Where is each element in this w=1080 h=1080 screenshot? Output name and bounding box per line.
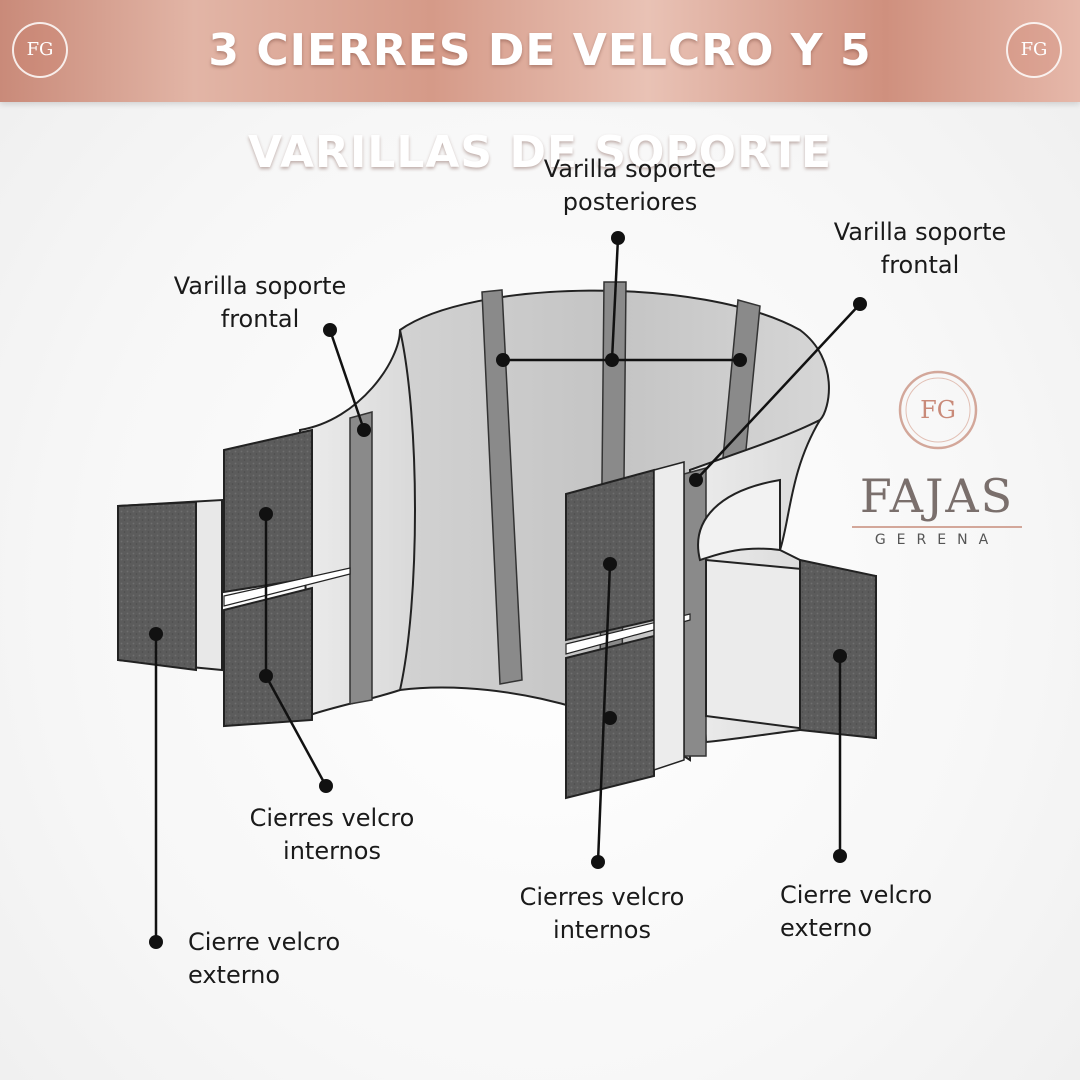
- front-rod-right: [683, 467, 707, 757]
- label-internal-closures-left: Cierres velcro internos: [249, 804, 415, 865]
- dot-internal-right-upper: [603, 557, 617, 571]
- leader-front-left: [328, 329, 366, 431]
- logo-divider: [852, 526, 1022, 528]
- label-rear-supports: Varilla soporte posteriores: [543, 155, 717, 216]
- dot-rear-right-rod: [733, 353, 747, 367]
- rear-rod-left: [481, 289, 523, 685]
- front-rod-left: [349, 411, 373, 705]
- dot-front-right-top: [853, 297, 867, 311]
- dot-rear-center-rod: [605, 353, 619, 367]
- dot-rear-left-rod: [496, 353, 510, 367]
- label-internal-closures-right: Cierres velcro internos: [519, 883, 685, 944]
- dot-rear-top: [611, 231, 625, 245]
- title-banner: FG 3 CIERRES DE VELCRO Y 5 VARILLAS DE S…: [0, 0, 1080, 178]
- label-front-support-left: Varilla soporte frontal: [173, 272, 347, 333]
- label-external-closure-left: Cierre velcro externo: [188, 928, 341, 989]
- fg-monogram-badge-left: FG: [12, 22, 68, 78]
- right-internal-velcro-upper: [565, 468, 655, 642]
- left-external-velcro: [117, 500, 197, 672]
- dot-external-left-velcro: [149, 627, 163, 641]
- logo-monogram-text: FG: [920, 396, 956, 424]
- dot-internal-right-lower: [603, 711, 617, 725]
- dot-front-left-rod: [357, 423, 371, 437]
- dot-front-left-top: [323, 323, 337, 337]
- banner-title: 3 CIERRES DE VELCRO Y 5 VARILLAS DE SOPO…: [208, 25, 872, 178]
- leader-lines: [154, 237, 861, 942]
- dot-external-right-velcro: [833, 649, 847, 663]
- right-curl: [697, 478, 781, 562]
- dot-internal-left-lower: [259, 669, 273, 683]
- dot-internal-right-label: [591, 855, 605, 869]
- dot-front-right-rod: [689, 473, 703, 487]
- logo-wordmark: FAJAS: [859, 469, 1015, 523]
- left-slit: [223, 567, 351, 607]
- right-external-velcro: [799, 558, 877, 740]
- leader-front-right: [695, 303, 861, 481]
- right-inner-strip: [653, 461, 685, 772]
- label-front-support-right: Varilla soporte frontal: [833, 218, 1007, 279]
- label-external-closure-right: Cierre velcro externo: [780, 881, 933, 942]
- leader-dots: [149, 231, 867, 949]
- leader-internal-left-b: [264, 675, 328, 787]
- left-internal-velcro-lower: [223, 586, 313, 728]
- dot-external-right-label: [833, 849, 847, 863]
- dot-internal-left-upper: [259, 507, 273, 521]
- fg-monogram-logo: FG: [898, 370, 978, 450]
- fg-monogram-badge-right: FG: [1006, 22, 1062, 78]
- leader-internal-right: [596, 563, 612, 863]
- dot-internal-left-label: [319, 779, 333, 793]
- logo-subtitle: GERENA: [874, 532, 1000, 548]
- dot-external-left-label: [149, 935, 163, 949]
- leader-rear-rods: [610, 237, 620, 361]
